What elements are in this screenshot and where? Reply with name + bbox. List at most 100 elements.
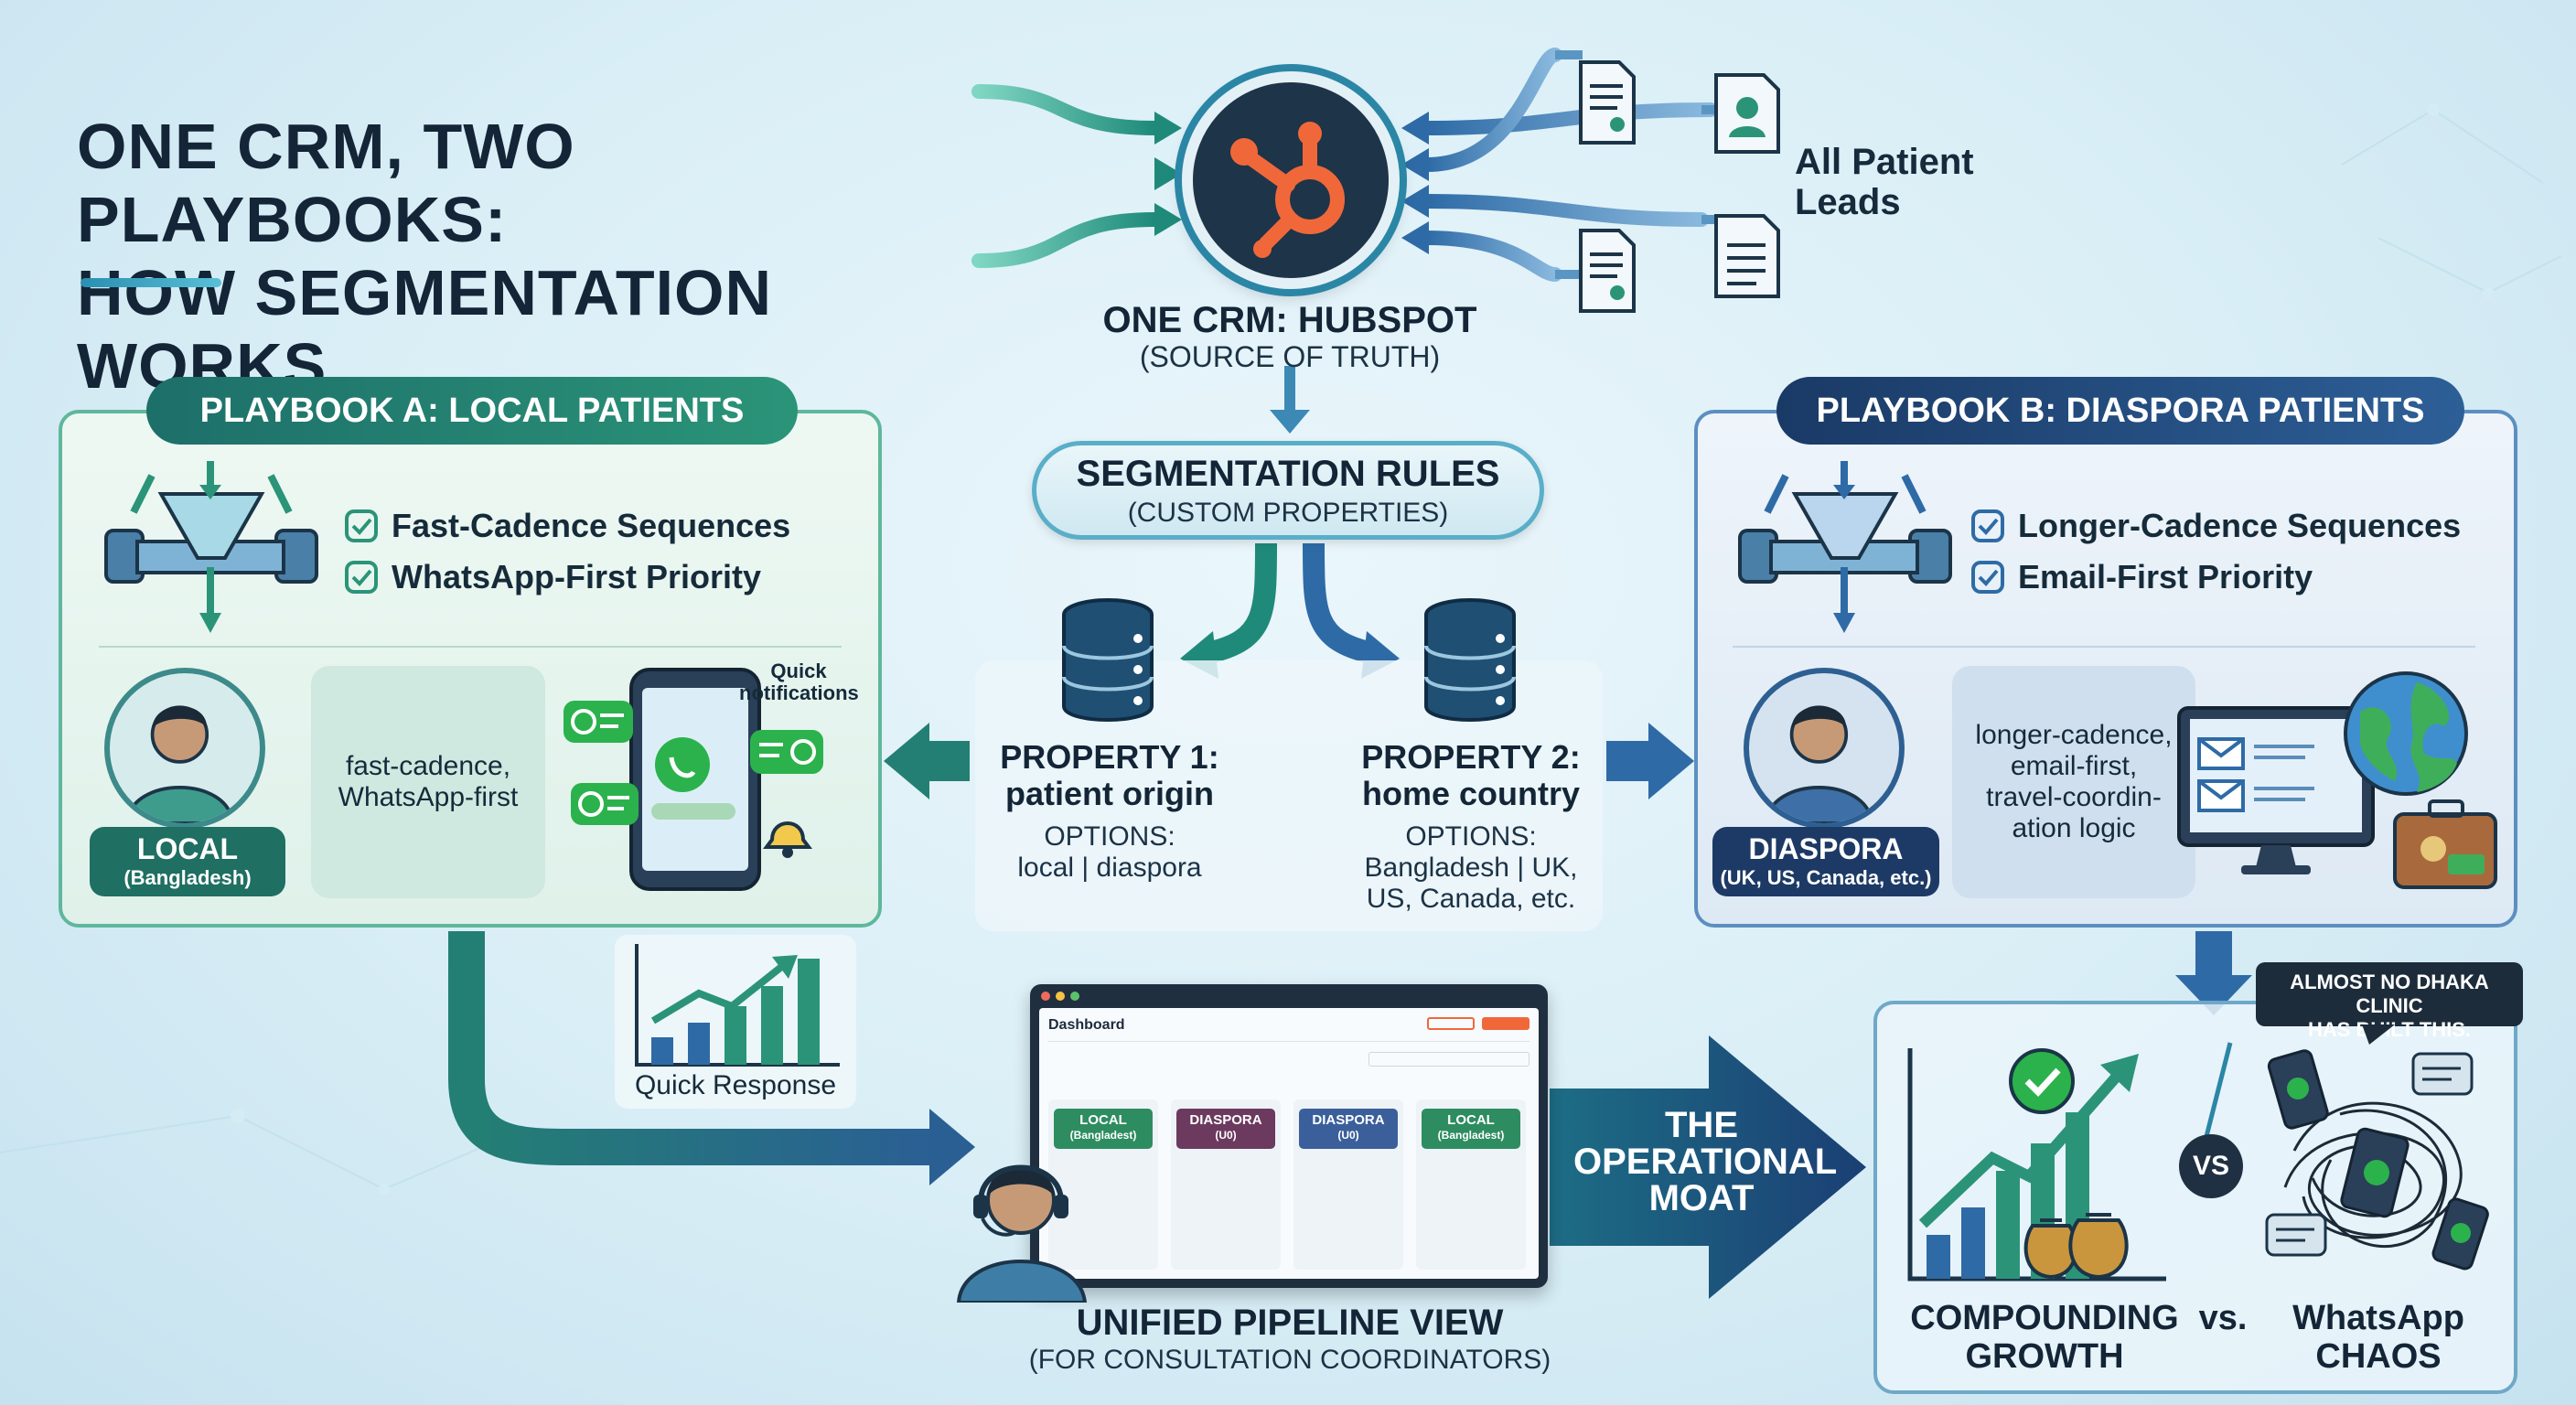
callout-line: ALMOST NO DHAKA CLINIC — [2290, 971, 2489, 1017]
dashboard-search-input[interactable] — [1368, 1052, 1530, 1067]
outcome-line: CHAOS — [2315, 1337, 2442, 1376]
hub-title: ONE CRM: HUBSPOT — [1102, 300, 1477, 340]
callout-pointer-icon — [2362, 1024, 2395, 1045]
title-underline — [80, 278, 221, 287]
pipeline-column-header[interactable]: LOCAL (Bangladest) — [1054, 1109, 1153, 1149]
column-subtitle: (U0) — [1337, 1129, 1359, 1142]
column-subtitle: (Bangladest) — [1437, 1129, 1505, 1142]
playbook-b-bubble: longer-cadence, email-first, travel-coor… — [1952, 666, 2195, 898]
dashboard-button[interactable] — [1482, 1017, 1530, 1030]
playbook-b-title: PLAYBOOK B: DIASPORA PATIENTS — [1776, 377, 2464, 445]
hubspot-hub — [1182, 71, 1400, 289]
compounding-growth-label: COMPOUNDING GROWTH — [1884, 1299, 2205, 1376]
bubble-line: longer-cadence, — [1975, 720, 2173, 750]
compounding-growth-icon — [1907, 1048, 2166, 1282]
checkbox-check-icon — [345, 561, 378, 594]
feature-label: Longer-Cadence Sequences — [2018, 507, 2462, 544]
local-badge-title: LOCAL — [136, 832, 239, 865]
database-icon — [1062, 598, 1154, 722]
vs-text: vs. — [2198, 1299, 2248, 1337]
funnel-pipe-icon — [104, 461, 318, 633]
lead-document-icon — [1579, 60, 1636, 145]
window-dot — [1070, 992, 1079, 1001]
notification-line: Quick — [770, 660, 827, 682]
bubble-line: ation logic — [2012, 813, 2136, 843]
callout-line: HAS BUILT THIS. — [2307, 1018, 2472, 1041]
column-subtitle: (U0) — [1215, 1129, 1237, 1142]
avatar-diaspora — [1744, 668, 1905, 829]
feature-item: Longer-Cadence Sequences — [1970, 507, 2461, 545]
database-icon — [1424, 598, 1516, 722]
local-badge-sub: (Bangladesh) — [123, 866, 252, 889]
dashboard-button[interactable] — [1427, 1017, 1475, 1030]
pipeline-column-header[interactable]: LOCAL (Bangladest) — [1422, 1109, 1520, 1149]
divider — [1733, 646, 2475, 648]
person-icon — [124, 705, 235, 823]
title-line-1: ONE CRM, TWO PLAYBOOKS: — [77, 111, 575, 255]
property-1-options: local | diaspora — [1017, 853, 1202, 883]
bubble-line: travel-coordin- — [1986, 782, 2162, 812]
pipeline-column: LOCAL (Bangladest) — [1048, 1099, 1158, 1270]
all-patient-leads-label: All Patient Leads — [1795, 142, 1974, 222]
phone-whatsapp-icon — [564, 668, 823, 891]
property-2: PROPERTY 2: home country OPTIONS: Bangla… — [1336, 739, 1606, 915]
dashboard-title[interactable]: Dashboard — [1048, 1017, 1125, 1033]
moat-line: MOAT — [1648, 1178, 1755, 1218]
lead-document-icon — [1714, 214, 1780, 298]
playbook-a-bubble: fast-cadence, WhatsApp-first — [311, 666, 545, 898]
checkbox-check-icon — [1971, 561, 2004, 594]
feature-item: Email-First Priority — [1970, 558, 2461, 596]
coordinator-headset-icon — [956, 1164, 1088, 1303]
pipeline-column-header[interactable]: DIASPORA (U0) — [1176, 1109, 1275, 1149]
playbook-a-title: PLAYBOOK A: LOCAL PATIENTS — [146, 377, 798, 445]
divider — [1048, 1041, 1530, 1042]
quick-response-label: Quick Response — [634, 1070, 837, 1100]
pipeline-column-header[interactable]: DIASPORA (U0) — [1299, 1109, 1398, 1149]
pipeline-column: LOCAL (Bangladest) — [1416, 1099, 1526, 1270]
pipeline-subtitle: (FOR CONSULTATION COORDINATORS) — [1028, 1345, 1551, 1375]
page-title: ONE CRM, TWO PLAYBOOKS: HOW SEGMENTATION… — [77, 110, 955, 402]
feature-label: Email-First Priority — [2018, 558, 2313, 595]
property-1: PROPERTY 1: patient origin OPTIONS: loca… — [979, 739, 1240, 884]
property-2-name: home country — [1361, 775, 1581, 812]
property-2-options-line-2: US, Canada, etc. — [1366, 884, 1576, 914]
moat-line: THE — [1665, 1105, 1738, 1145]
outcome-panel — [1873, 1001, 2517, 1394]
funnel-pipe-icon — [1738, 461, 1952, 633]
avatar-local — [104, 668, 265, 829]
checkbox-check-icon — [345, 509, 378, 542]
pipeline-dashboard: Dashboard LOCAL (Bangladest) DIASPORA (U… — [1030, 984, 1548, 1288]
bubble-line: fast-cadence, — [345, 751, 511, 781]
pipeline-column: DIASPORA (U0) — [1171, 1099, 1281, 1270]
segmentation-subtitle: (CUSTOM PROPERTIES) — [1127, 498, 1449, 528]
patient-record-icon — [1714, 73, 1780, 154]
operational-moat-label: THE OPERATIONAL MOAT — [1573, 1105, 1838, 1218]
diaspora-badge-sub: (UK, US, Canada, etc.) — [1720, 866, 1932, 889]
moat-line: OPERATIONAL — [1573, 1142, 1838, 1182]
divider — [99, 646, 842, 648]
property-1-options-label: OPTIONS: — [1044, 821, 1175, 852]
playbook-a-features: Fast-Cadence Sequences WhatsApp-First Pr… — [344, 507, 790, 596]
title-line-2: HOW SEGMENTATION WORKS — [77, 257, 773, 402]
feature-label: Fast-Cadence Sequences — [392, 507, 791, 544]
window-dot — [1056, 992, 1065, 1001]
window-dot — [1041, 992, 1050, 1001]
notification-line: notifications — [739, 681, 859, 704]
whatsapp-chaos-label: WhatsApp CHAOS — [2241, 1299, 2516, 1376]
local-badge: LOCAL (Bangladesh) — [90, 827, 285, 896]
diaspora-badge: DIASPORA (UK, US, Canada, etc.) — [1712, 827, 1939, 896]
pipeline-title: UNIFIED PIPELINE VIEW — [1076, 1303, 1504, 1343]
outcome-line: COMPOUNDING — [1910, 1299, 2179, 1337]
bubble-line: WhatsApp-first — [338, 782, 519, 812]
hubspot-logo-icon — [1230, 122, 1345, 258]
pipeline-column: DIASPORA (U0) — [1293, 1099, 1403, 1270]
property-2-options-line-1: Bangladesh | UK, — [1364, 853, 1578, 883]
callout-box: ALMOST NO DHAKA CLINIC HAS BUILT THIS. — [2256, 962, 2523, 1041]
segmentation-rules-pill — [1032, 441, 1544, 540]
vs-badge: VS — [2179, 1134, 2243, 1198]
column-subtitle: (Bangladest) — [1069, 1129, 1137, 1142]
whatsapp-chaos-icon — [2265, 1049, 2489, 1271]
growth-chart-icon — [635, 944, 840, 1067]
column-title: DIASPORA — [1312, 1112, 1385, 1128]
